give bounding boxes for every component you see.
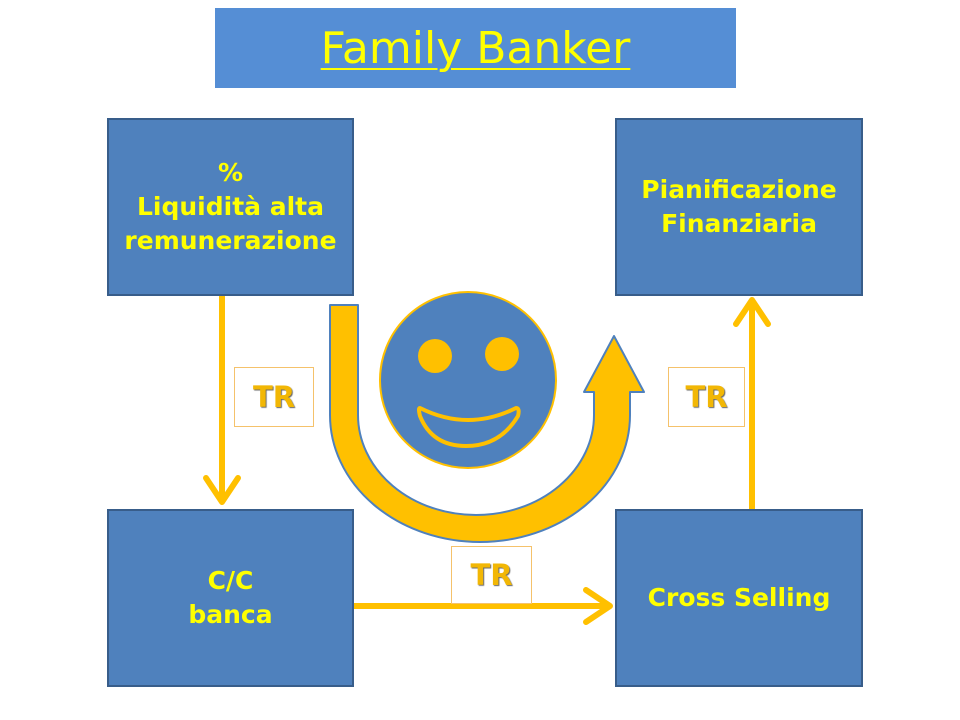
box-liquidity-line-2: Liquidità alta — [136, 192, 324, 222]
box-liquidity-line-1: % — [217, 158, 244, 188]
box-bank-account: C/C banca — [107, 509, 354, 687]
tr-label-left: TR — [234, 367, 314, 427]
box-planning-line-1: Pianificazione — [641, 175, 837, 205]
box-liquidity-line-3: remunerazione — [124, 225, 337, 255]
box-account-line-1: C/C — [207, 566, 254, 596]
box-financial-planning: Pianificazione Finanziaria — [615, 118, 863, 296]
title-bar: Family Banker — [215, 8, 736, 88]
tr-label-bottom: TR — [451, 546, 532, 604]
box-cross-selling: Cross Selling — [615, 509, 863, 687]
arrow-cross-selling-to-planning — [733, 297, 771, 510]
arrow-account-to-cross-selling — [354, 587, 613, 625]
u-turn-arrow — [329, 304, 645, 543]
box-cross-selling-label: Cross Selling — [647, 583, 831, 613]
arrow-liquidity-to-account — [203, 296, 241, 505]
box-planning-line-2: Finanziaria — [661, 209, 817, 238]
tr-label-right: TR — [668, 367, 745, 427]
diagram-title: Family Banker — [320, 22, 631, 74]
smiley-face-icon — [379, 291, 557, 469]
box-account-line-2: banca — [188, 600, 273, 629]
box-liquidity: % Liquidità alta remunerazione — [107, 118, 354, 296]
